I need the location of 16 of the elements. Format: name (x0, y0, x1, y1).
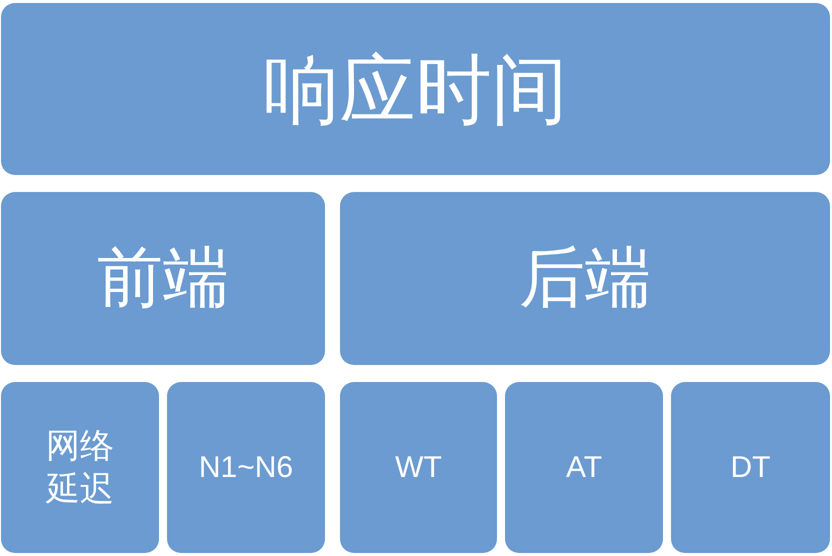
block-label: 前端 (97, 238, 229, 318)
block-box (1, 3, 830, 175)
block-box (671, 382, 830, 553)
block-box (1, 382, 159, 553)
block-box (1, 192, 325, 365)
block-label: 网络延迟 (44, 425, 115, 510)
block-box (340, 382, 497, 553)
block-label: DT (730, 450, 770, 486)
block-box (505, 382, 663, 553)
block-label: N1~N6 (198, 450, 294, 486)
block-box (340, 192, 830, 365)
block-box (167, 382, 325, 553)
block-label: WT (395, 450, 442, 486)
block-label: 后端 (519, 238, 651, 318)
block-label: AT (566, 450, 602, 486)
block-label: 响应时间 (264, 44, 568, 136)
